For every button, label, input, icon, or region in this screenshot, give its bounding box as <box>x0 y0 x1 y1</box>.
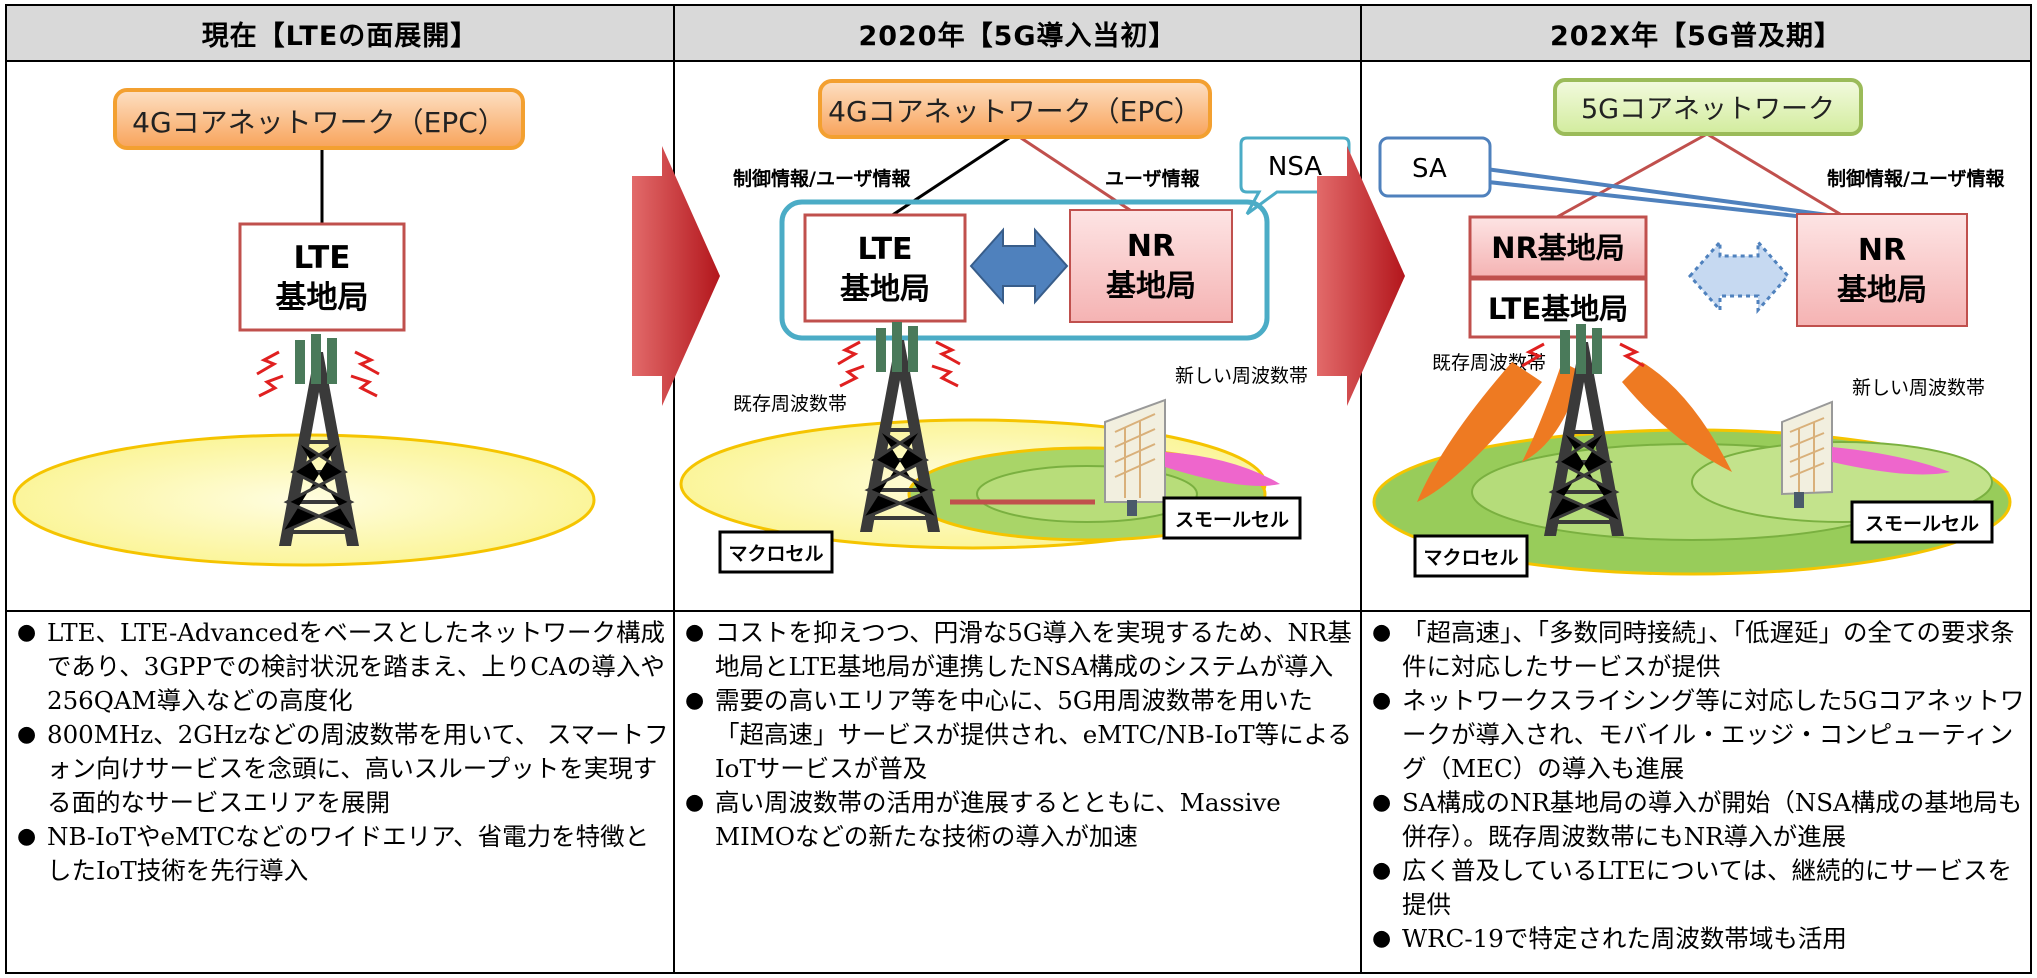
sa-label: SA <box>1412 154 1447 184</box>
header-202x: 202X年【5G普及期】 <box>1362 6 2030 60</box>
small-cell-tag <box>1162 496 1302 540</box>
small-cell-label: スモールセル <box>1865 513 1979 535</box>
bullets-2020: コストを抑えつつ、円滑な5G導入を実現するため、NR基地局とLTE基地局が連携し… <box>681 616 1353 854</box>
label-control-user-info: 制御情報/ユーザ情報 <box>1827 167 2006 190</box>
comparison-table: 現在【LTEの面展開】 2020年【5G導入当初】 202X年【5G普及期】 <box>5 4 2032 974</box>
transition-arrow-1 <box>632 146 720 406</box>
macro-cell-label: マクロセル <box>1423 547 1518 569</box>
beam-right <box>1622 362 1732 472</box>
list-item: LTE、LTE-Advancedをベースとしたネットワーク構成であり、3GPPで… <box>13 616 669 718</box>
new-band-label: 新しい周波数帯 <box>1852 377 1985 399</box>
nr-label-1: NR <box>1858 233 1906 268</box>
diagram-202x: 5Gコアネットワーク SA 制御情報/ユーザ情報 NR基地局 LTE基地局 NR… <box>1372 78 2012 578</box>
lte-base-station-combined-box <box>1468 277 1648 339</box>
core-network-label: 4Gコアネットワーク（EPC） <box>132 106 506 139</box>
transition-arrow-2 <box>1317 146 1405 406</box>
list-item: SA構成のNR基地局の導入が開始（NSA構成の基地局も併存）。既存周波数帯にもN… <box>1368 786 2028 854</box>
beam-left-2 <box>1522 362 1582 462</box>
list-item: ネットワークスライシング等に対応した5Gコアネットワークが導入され、モバイル・エ… <box>1368 684 2028 786</box>
column-divider <box>673 6 675 972</box>
double-arrow-icon <box>969 227 1069 305</box>
label-user-info: ユーザ情報 <box>1105 167 1201 190</box>
lte-base-station-box <box>803 213 967 323</box>
nr-label-1: NR <box>1127 229 1175 264</box>
list-item: 「超高速」、「多数同時接続」、「低遅延」の全ての要求条件に対応したサービスが提供 <box>1368 616 2028 684</box>
list-item: 広く普及しているLTEについては、継続的にサービスを提供 <box>1368 854 2028 922</box>
nr-label-2: 基地局 <box>1837 273 1927 308</box>
small-cell-label: スモールセル <box>1175 509 1289 531</box>
core-network-label: 5Gコアネットワーク <box>1581 94 1835 125</box>
small-cell-tag <box>1850 500 1994 544</box>
list-item: 高い周波数帯の活用が進展するとともに、Massive MIMOなどの新たな技術の… <box>681 786 1353 854</box>
nr-combined-label: NR基地局 <box>1491 231 1625 265</box>
header-2020: 2020年【5G導入当初】 <box>675 6 1360 60</box>
nsa-label: NSA <box>1268 152 1322 182</box>
lte-label-1: LTE <box>294 240 351 276</box>
lte-combined-label: LTE基地局 <box>1488 292 1628 326</box>
new-band-label: 新しい周波数帯 <box>1175 365 1308 387</box>
massive-mimo-antenna-icon <box>1781 400 1950 508</box>
bullets-202x: 「超高速」、「多数同時接続」、「低遅延」の全ての要求条件に対応したサービスが提供… <box>1368 616 2028 956</box>
list-item: コストを抑えつつ、円滑な5G導入を実現するため、NR基地局とLTE基地局が連携し… <box>681 616 1353 684</box>
double-arrow-dotted-icon <box>1687 238 1791 314</box>
lte-label-1: LTE <box>857 232 912 267</box>
core-network-box <box>113 88 525 150</box>
macro-cell-label: マクロセル <box>728 543 823 565</box>
row-divider <box>7 610 2030 612</box>
cell-tower-icon <box>256 334 380 546</box>
label-control-user-info: 制御情報/ユーザ情報 <box>733 167 912 190</box>
nr-base-station-combined-box <box>1468 215 1648 279</box>
header-current: 現在【LTEの面展開】 <box>7 6 673 60</box>
column-divider <box>1360 6 1362 972</box>
core-network-label: 4Gコアネットワーク（EPC） <box>828 95 1202 128</box>
lte-label-2: 基地局 <box>276 280 369 316</box>
cell-tower-icon <box>1521 324 1645 536</box>
list-item: WRC-19で特定された周波数帯域も活用 <box>1368 922 2028 956</box>
cell-tower-icon <box>837 322 961 532</box>
core-network-box <box>1553 78 1863 136</box>
list-item: 800MHz、2GHzなどの周波数帯を用いて、 スマートフォン向けサービスを念頭… <box>13 718 669 820</box>
list-item: NB-IoTやeMTCなどのワイドエリア、省電力を特徴としたIoT技術を先行導入 <box>13 820 669 888</box>
diagram-current: 4Gコアネットワーク（EPC） LTE 基地局 <box>12 88 596 567</box>
beam-left <box>1417 362 1542 502</box>
header-divider <box>7 60 2030 62</box>
macro-cell-tag <box>1413 534 1529 578</box>
list-item: 需要の高いエリア等を中心に、5G用周波数帯を用いた「超高速」サービスが提供され、… <box>681 684 1353 786</box>
nr-label-2: 基地局 <box>1106 269 1196 304</box>
core-network-box <box>818 79 1212 139</box>
macro-cell-tag <box>718 530 834 574</box>
nr-base-station-box <box>1069 209 1233 323</box>
existing-band-label: 既存周波数帯 <box>733 393 847 415</box>
lte-label-2: 基地局 <box>840 272 930 307</box>
sa-callout <box>1378 136 1492 198</box>
nsa-group-box <box>779 199 1270 341</box>
massive-mimo-antenna-icon <box>1104 398 1280 516</box>
diagram-2020: 制御情報/ユーザ情報 ユーザ情報 4Gコアネットワーク（EPC） NSA LTE… <box>679 79 1351 574</box>
lte-base-station-box <box>238 222 406 332</box>
bullets-current: LTE、LTE-Advancedをベースとしたネットワーク構成であり、3GPPで… <box>13 616 669 888</box>
nr-base-station-box <box>1796 213 1968 327</box>
